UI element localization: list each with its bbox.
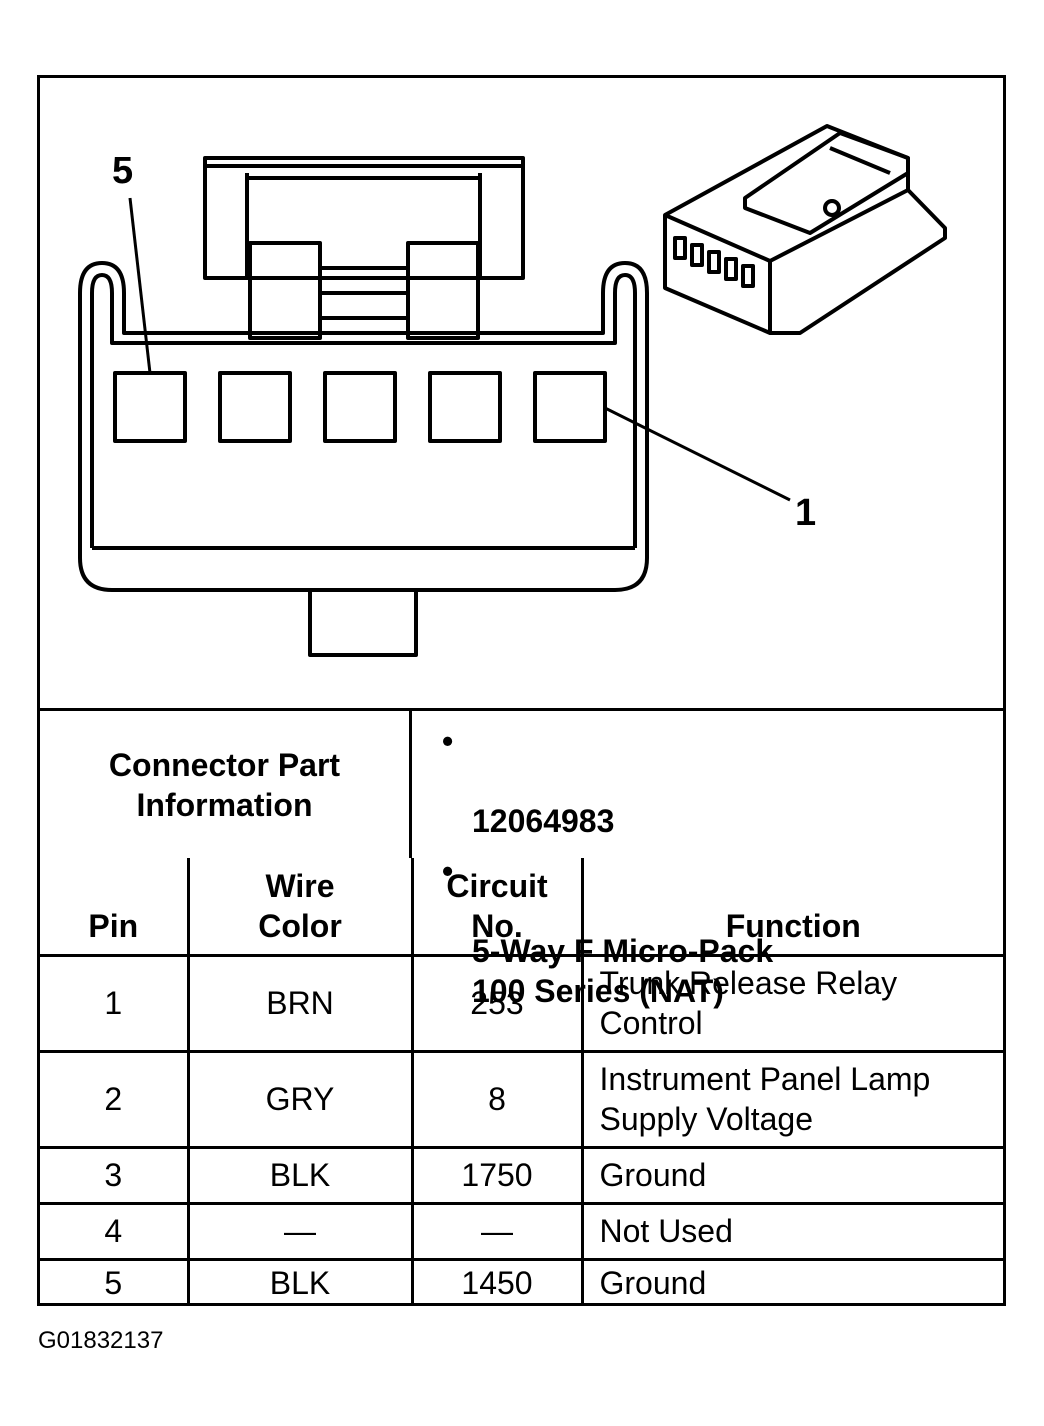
connector-face-view [78,124,947,657]
connector-figure: 5 1 Connector Part Information • 1206498… [37,75,1006,1306]
circuit-cell: — [410,1201,584,1261]
bullet-icon: • [442,723,454,759]
leader-line-pin-1 [604,406,791,502]
circuit-cell: 8 [410,1049,584,1149]
function-cell: Ground [580,1145,1003,1205]
wire-color-cell: — [186,1201,414,1261]
part-info-values-cell: • 12064983 • 5-Way F Micro-Pack 100 Seri… [412,711,1003,1009]
wire-color-cell: BLK [186,1145,414,1205]
pin-cell: 2 [40,1049,190,1149]
pin-cell: 1 [40,953,190,1053]
header-function: Function [580,858,1003,957]
pinout-table: Pin Wire Color Circuit No. Function 1 BR… [40,858,1003,1306]
pin-cell: 3 [40,1145,190,1205]
pin-5-label: 5 [112,150,134,192]
connector-part-information: Connector Part Information • 12064983 • … [40,708,1003,1009]
pin-cell: 5 [40,1257,190,1306]
function-cell: Instrument Panel Lamp Supply Voltage [580,1049,1003,1149]
table-row: 1 BRN 253 Trunk Release Relay Control [40,953,1003,1053]
pin-1-label: 1 [795,492,817,534]
header-pin: Pin [40,858,190,957]
pin-cavity-1 [533,371,607,443]
pin-cavity-5 [113,371,187,443]
connector-housing [78,261,649,592]
table-row: 4 — — Not Used [40,1201,1003,1261]
part-info-label-cell: Connector Part Information [40,711,412,858]
circuit-cell: 1450 [410,1257,584,1306]
wire-color-cell: BLK [186,1257,414,1306]
table-header-row: Pin Wire Color Circuit No. Function [40,858,1003,957]
pin-cavity-3 [323,371,397,443]
header-circuit-no: Circuit No. [410,858,584,957]
table-row: 3 BLK 1750 Ground [40,1145,1003,1205]
circuit-cell: 253 [410,953,584,1053]
part-number-item: • 12064983 [442,721,1003,841]
table-row: 5 BLK 1450 Ground [40,1257,1003,1306]
leader-line-pin-5 [128,197,152,374]
table-row: 2 GRY 8 Instrument Panel Lamp Supply Vol… [40,1049,1003,1149]
part-number: 12064983 [472,803,615,839]
part-info-label: Connector Part Information [108,746,341,823]
connector-latch [203,156,525,280]
wire-color-cell: BRN [186,953,414,1053]
circuit-cell: 1750 [410,1145,584,1205]
function-cell: Ground [580,1257,1003,1306]
function-cell: Not Used [580,1201,1003,1261]
wire-color-cell: GRY [186,1049,414,1149]
figure-id: G01832137 [38,1327,164,1354]
connector-bottom-tab [308,588,418,657]
pin-cavity-4 [218,371,292,443]
header-wire-color: Wire Color [186,858,414,957]
function-cell: Trunk Release Relay Control [580,953,1003,1053]
pin-cavity-2 [428,371,502,443]
connector-diagram: 5 1 [40,78,1003,708]
connector-isometric-view [663,124,947,335]
pin-cell: 4 [40,1201,190,1261]
